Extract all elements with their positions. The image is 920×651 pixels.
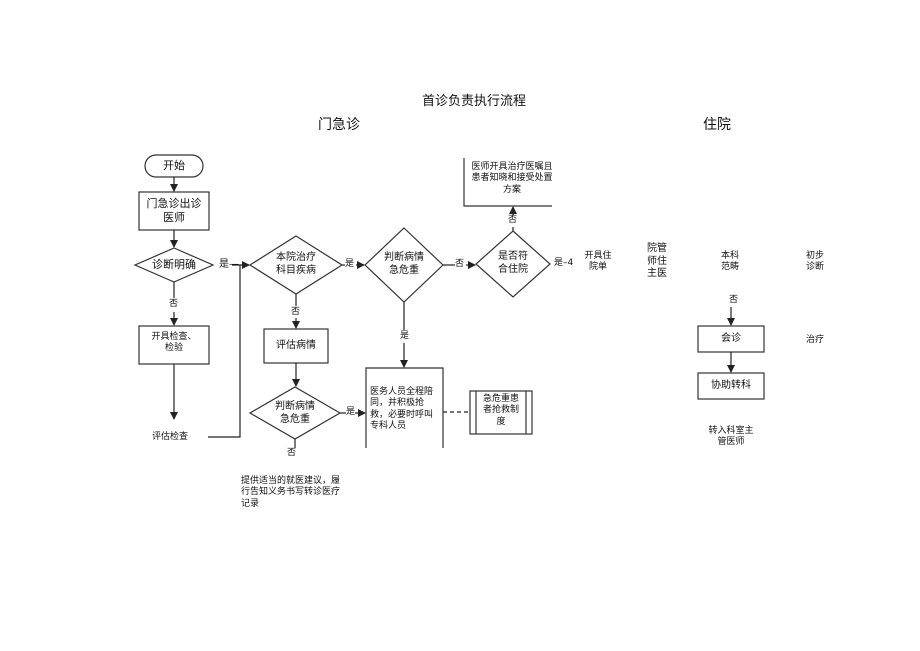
diagnosis-clear-node: 诊断明确: [152, 258, 196, 271]
initial-diagnosis-fragment: 初步诊断: [805, 251, 824, 273]
assist-transfer-node: 协助转科: [711, 380, 751, 391]
edge-label-no-dept: 否: [291, 307, 301, 317]
treatment-fragment: 治疗: [806, 335, 825, 345]
start-node: 开始: [163, 159, 185, 172]
edge-label-no-critical-2: 否: [287, 448, 297, 458]
advice-record-node: 提供适当的就医建议，履行告知义务书写转诊医疗记录: [241, 476, 341, 509]
assist-transfer-box-shape: [697, 372, 765, 400]
edge-label-yes-admission: 是–4: [554, 258, 574, 268]
edge-label-yes-critical-1: 是: [400, 331, 410, 341]
order-tests-node: 开具检查、检验: [151, 332, 197, 354]
edge-label-yes-dept: 是: [345, 259, 355, 269]
edge-label-no-critical-1: 否: [455, 259, 465, 269]
assess-condition-node: 评估病情: [276, 340, 316, 351]
dept-scope-fragment: 本科范畴: [720, 251, 739, 273]
fits-admission-diamond-shape: [475, 230, 551, 298]
assess-tests-node: 评估检查: [152, 432, 189, 442]
transfer-dept-node: 转入科室主管医师: [708, 426, 754, 448]
fits-admission-node: 是否符合住院: [498, 251, 528, 275]
rescue-system-node: 急危重患者抢救制度: [482, 394, 519, 427]
medical-staff-box-shape: [365, 367, 444, 448]
treatment-plan-bracket: [463, 158, 552, 207]
medical-staff-node: 医务人员全程陪同，并积极抢救，必要时呼叫专科人员: [370, 387, 434, 431]
edge-label-yes-diagnosis: 是—: [219, 259, 239, 270]
consult-node: 会诊: [721, 333, 741, 344]
treatment-plan-node: 医师开具治疗医嘱且患者知晓和接受处置方案: [471, 162, 553, 195]
edge-label-yes-critical-2: 是: [346, 407, 356, 417]
page-title: 首诊负责执行流程: [422, 94, 527, 109]
rescue-system-box-shape: [469, 390, 533, 435]
edge-label-no-diagnosis: 否: [169, 299, 179, 309]
ward-doctor-fragment: 院管师住主医: [647, 243, 667, 279]
section-title-outpatient: 门急诊: [318, 117, 360, 133]
critical-judge-node-2: 判断病情急危重: [275, 401, 315, 425]
section-title-inpatient: 住院: [703, 117, 731, 133]
admission-order-fragment: 开具住院单: [584, 251, 612, 273]
dept-disease-node: 本院治疗科目疾病: [276, 252, 316, 276]
edge-label-no-admission: 否: [508, 215, 518, 225]
clinic-doctor-node: 门急诊出诊医师: [146, 197, 202, 224]
edge-label-no-dept-scope: 否: [729, 295, 739, 305]
critical-judge-node-1: 判断病情急危重: [384, 252, 424, 276]
